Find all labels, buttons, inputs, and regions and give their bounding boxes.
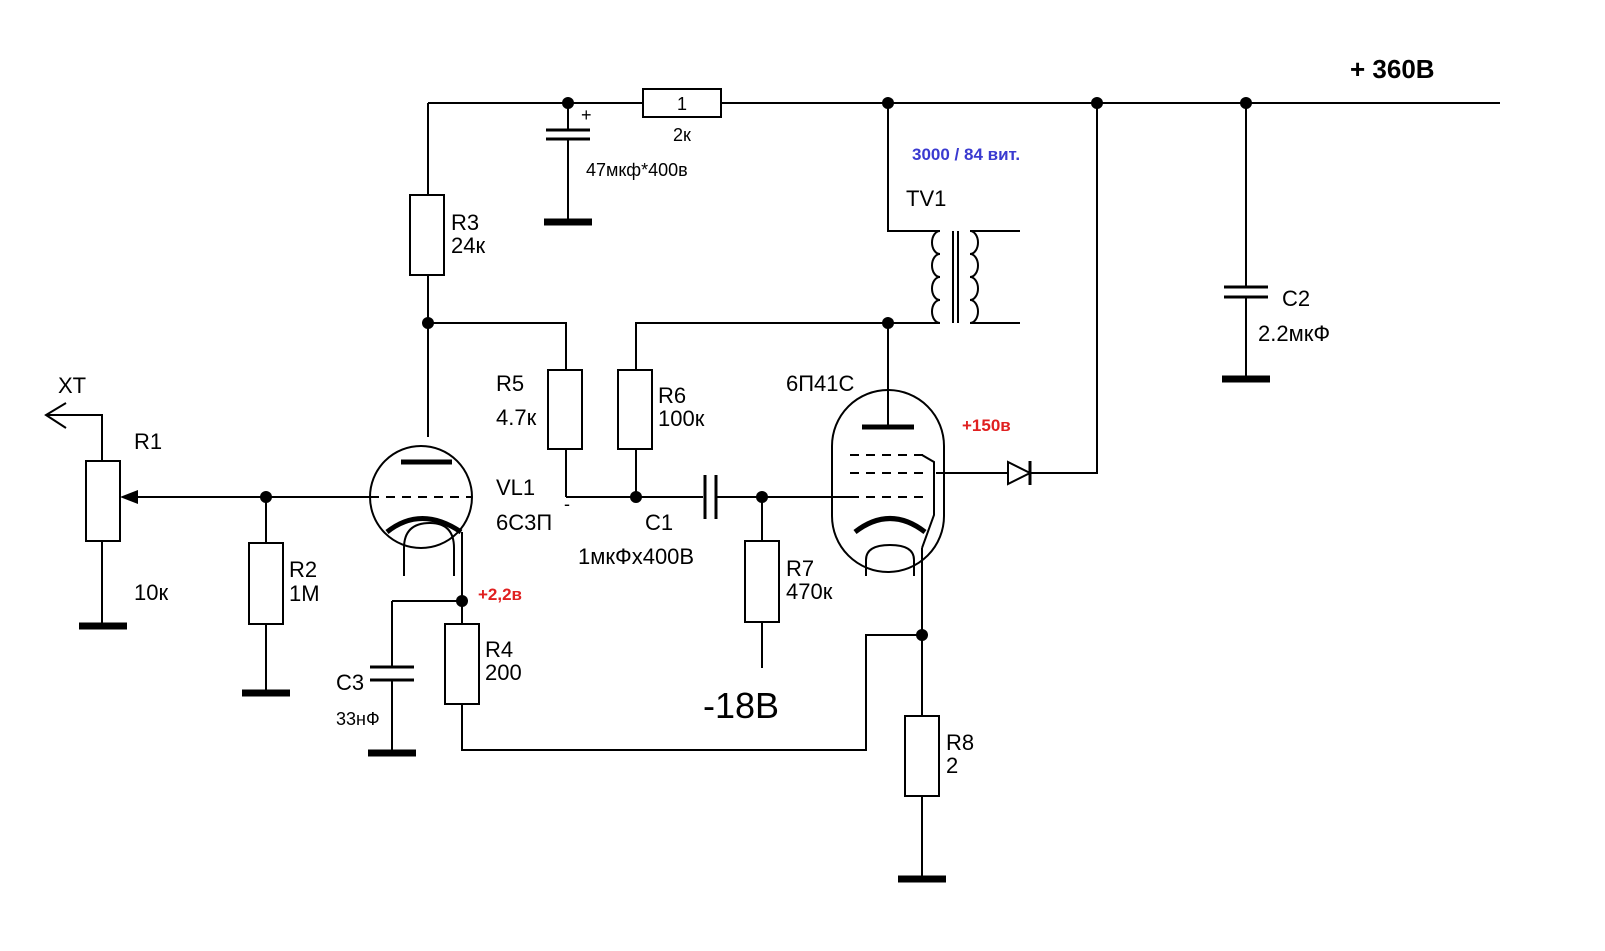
junction-dot bbox=[422, 317, 434, 329]
r1-ref: R1 bbox=[134, 429, 162, 454]
c2-value: 2.2мкФ bbox=[1258, 321, 1330, 346]
r8-value: 2 bbox=[946, 753, 958, 778]
resistor-r2 bbox=[248, 542, 284, 625]
c1-ref: С1 bbox=[645, 510, 673, 535]
junction-dot bbox=[630, 491, 642, 503]
vl2-envelope bbox=[831, 389, 945, 573]
vl1-type: 6С3П bbox=[496, 510, 552, 535]
r7-ref: R7 bbox=[786, 556, 814, 581]
wire-r5-top bbox=[428, 322, 567, 370]
vl2-type: 6П41С bbox=[786, 371, 855, 396]
junction-dot bbox=[260, 491, 272, 503]
vl2-screen-voltage: +150в bbox=[962, 416, 1011, 435]
vl1-ref: VL1 bbox=[496, 475, 535, 500]
labels: + 360В -18В ХТ R1 10к R2 1М R3 24к R4 20… bbox=[58, 54, 1435, 778]
junction-dot bbox=[756, 491, 768, 503]
filter-cap-value: 47мкф*400в bbox=[586, 160, 688, 180]
r4-ref: R4 bbox=[485, 637, 513, 662]
vl1-heater bbox=[403, 521, 455, 576]
r6-ref: R6 bbox=[658, 383, 686, 408]
tv1-ref: TV1 bbox=[906, 186, 946, 211]
resistors: 1 bbox=[44, 88, 940, 797]
junction-dot bbox=[916, 629, 928, 641]
r2-ref: R2 bbox=[289, 557, 317, 582]
r3-ref: R3 bbox=[451, 210, 479, 235]
wire-r6-top bbox=[635, 322, 890, 370]
r1-value: 10к bbox=[134, 580, 168, 605]
resistor-r6 bbox=[617, 369, 653, 450]
tv1-primary-winding bbox=[931, 230, 941, 324]
r4-value: 200 bbox=[485, 660, 522, 685]
filter-cap-polarity: + bbox=[581, 105, 592, 125]
capacitors bbox=[370, 128, 1268, 682]
junction-dot bbox=[456, 595, 468, 607]
wire-r4-feedback bbox=[461, 634, 922, 751]
xt-arrow-icon bbox=[44, 402, 67, 429]
connector-xt-label: ХТ bbox=[58, 373, 86, 398]
resistor-supply-2k bbox=[642, 88, 722, 118]
r5-ref: R5 bbox=[496, 371, 524, 396]
grounds bbox=[79, 218, 1270, 883]
vl2-heater bbox=[865, 543, 915, 576]
resistor-r4 bbox=[444, 623, 480, 705]
r5-value: 4.7к bbox=[496, 405, 537, 430]
supply-resistor-value: 2к bbox=[673, 125, 691, 145]
r6-value: 100к bbox=[658, 406, 705, 431]
junction-dot bbox=[1091, 97, 1103, 109]
junction-dot bbox=[882, 317, 894, 329]
resistor-r7 bbox=[744, 540, 780, 623]
c3-ref: С3 bbox=[336, 670, 364, 695]
junction-dot bbox=[562, 97, 574, 109]
wires bbox=[48, 102, 1500, 879]
c1-value: 1мкФх400В bbox=[578, 544, 694, 569]
vl1-cathode-voltage: +2,2в bbox=[478, 585, 522, 604]
junction-dot bbox=[1240, 97, 1252, 109]
r2-value: 1М bbox=[289, 581, 320, 606]
resistor-r8 bbox=[904, 715, 940, 797]
diode bbox=[1007, 460, 1033, 486]
r5-minus-mark: - bbox=[564, 494, 570, 514]
negative-bias-label: -18В bbox=[703, 685, 779, 726]
tv1-turns-label: 3000 / 84 вит. bbox=[912, 145, 1020, 164]
r3-value: 24к bbox=[451, 233, 485, 258]
transformer-tv1 bbox=[931, 230, 979, 324]
junction-dot bbox=[882, 97, 894, 109]
c2-ref: С2 bbox=[1282, 286, 1310, 311]
wire-tv1-primary-top bbox=[887, 103, 940, 232]
resistor-r5 bbox=[547, 369, 583, 450]
resistor-one-mark: 1 bbox=[677, 94, 687, 114]
junctions bbox=[260, 97, 1252, 641]
potentiometer-r1 bbox=[85, 460, 121, 542]
diode-triangle bbox=[1007, 460, 1033, 486]
tube-vl2 bbox=[831, 389, 945, 576]
r7-value: 470к bbox=[786, 579, 833, 604]
supply-voltage-label: + 360В bbox=[1350, 54, 1435, 84]
c3-value: 33нФ bbox=[336, 709, 380, 729]
vl1-cathode bbox=[385, 516, 463, 535]
r1-wiper-arrow bbox=[120, 490, 138, 504]
r8-ref: R8 bbox=[946, 730, 974, 755]
vl2-cathode bbox=[853, 516, 927, 535]
tube-vl1 bbox=[369, 445, 473, 576]
wire-diode-to-rail bbox=[1030, 103, 1098, 474]
resistor-r3 bbox=[409, 194, 445, 276]
vl2-internal-lead bbox=[921, 454, 935, 549]
wire-xt bbox=[48, 414, 103, 461]
tv1-secondary-winding bbox=[969, 230, 979, 324]
